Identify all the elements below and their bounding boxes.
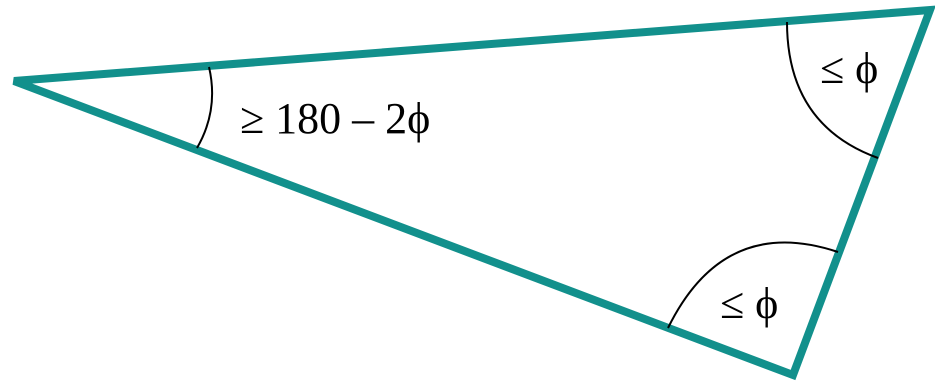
left-angle-label: ≥ 180 – 2ϕ: [240, 94, 430, 143]
bottom-angle-arc: [667, 241, 839, 329]
triangle: [12, 5, 935, 381]
bottom-angle-label: ≤ ϕ: [720, 279, 778, 328]
top-right-angle-label: ≤ ϕ: [820, 44, 878, 93]
left-angle-arc: [196, 66, 214, 149]
top-right-angle-arc: [786, 21, 879, 159]
